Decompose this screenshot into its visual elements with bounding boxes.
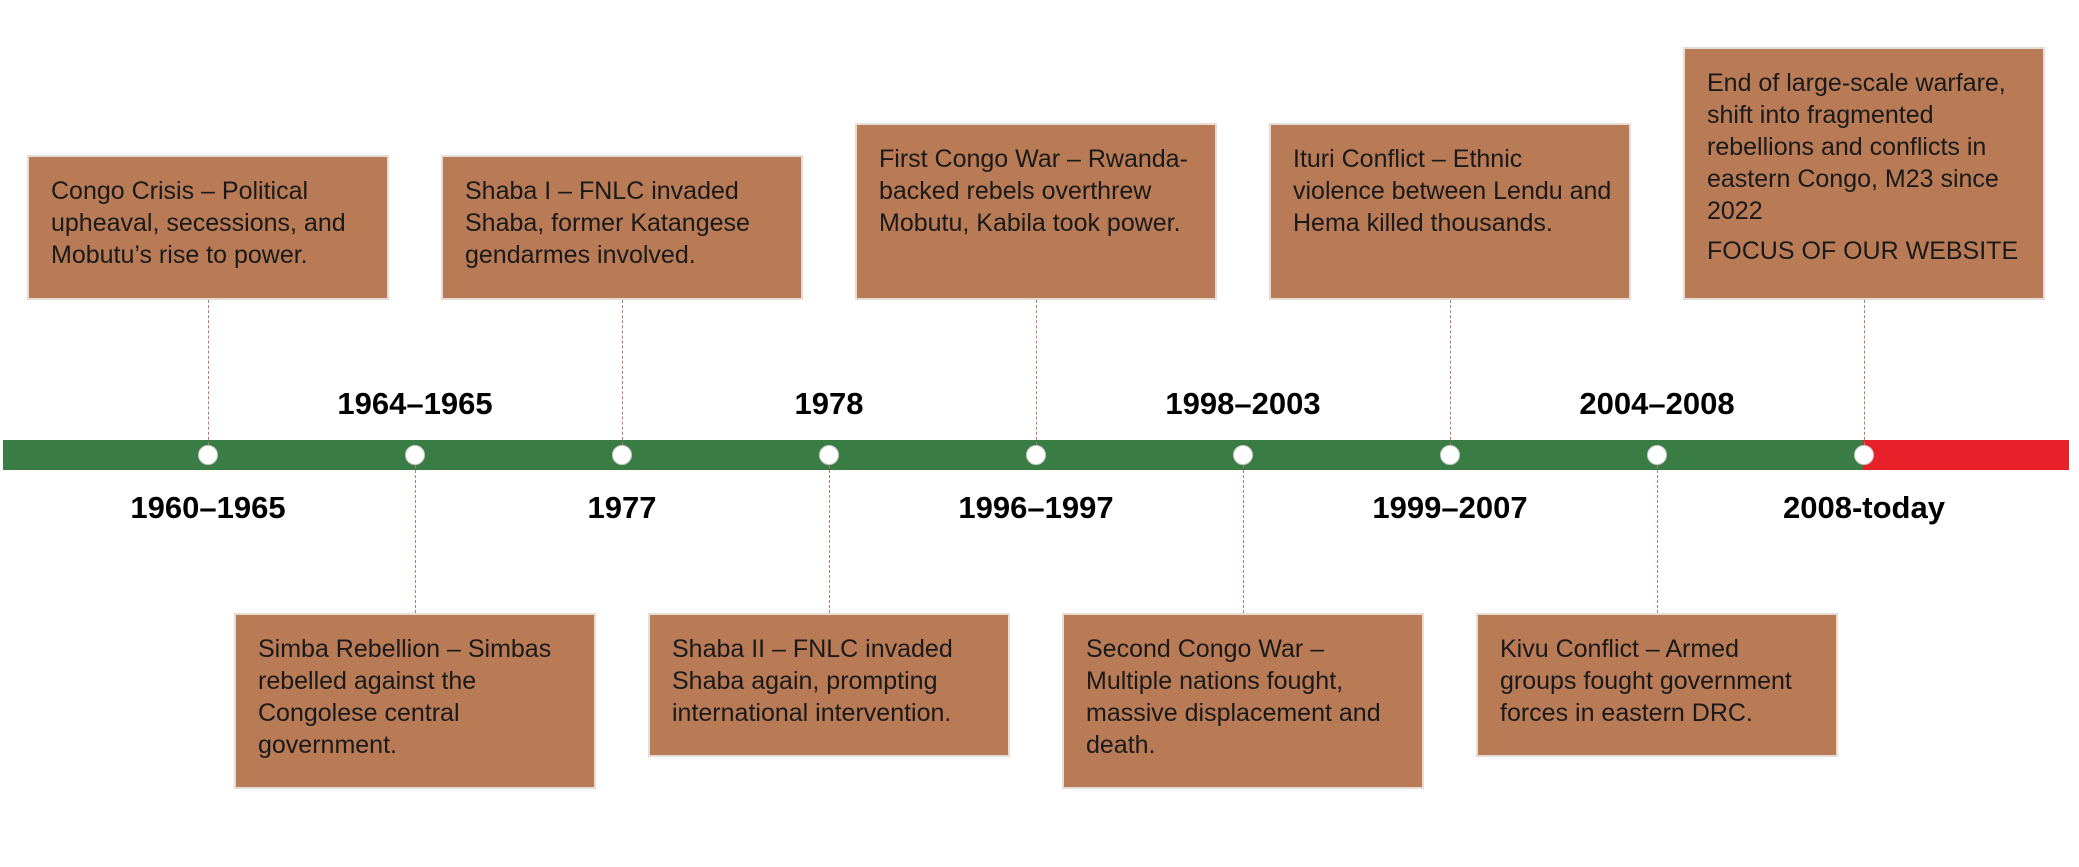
timeline-marker bbox=[612, 445, 632, 465]
timeline-line bbox=[3, 440, 1863, 470]
period-label: 1996–1997 bbox=[958, 490, 1114, 525]
event-box-simba-rebellion: Simba Rebellion – Simbas rebelled agains… bbox=[234, 613, 596, 789]
connector-1977 bbox=[622, 300, 623, 455]
timeline-marker bbox=[198, 445, 218, 465]
connector-1999-2007 bbox=[1450, 300, 1451, 455]
period-label: 1964–1965 bbox=[337, 386, 493, 421]
event-box-shaba-ii: Shaba II – FNLC invaded Shaba again, pro… bbox=[648, 613, 1010, 757]
connector-1960-1965 bbox=[208, 300, 209, 455]
period-label: 1977 bbox=[587, 490, 657, 525]
timeline-marker bbox=[1440, 445, 1460, 465]
connector-2008-today bbox=[1864, 300, 1865, 455]
website-focus-note: FOCUS OF OUR WEBSITE bbox=[1707, 237, 2019, 265]
connector-1978 bbox=[829, 455, 830, 613]
period-label: 1978 bbox=[794, 386, 864, 421]
timeline-marker bbox=[405, 445, 425, 465]
timeline-present-segment bbox=[1863, 440, 2069, 470]
timeline-marker bbox=[1026, 445, 1046, 465]
event-box-second-congo-war: Second Congo War – Multiple nations foug… bbox=[1062, 613, 1424, 789]
timeline-marker bbox=[1233, 445, 1253, 465]
event-box-2008-today: End of large-scale warfare, shift into f… bbox=[1683, 47, 2045, 300]
event-description: Congo Crisis – Political upheaval, seces… bbox=[51, 177, 346, 269]
timeline-marker bbox=[1647, 445, 1667, 465]
event-description: Shaba II – FNLC invaded Shaba again, pro… bbox=[672, 635, 953, 727]
period-label: 1999–2007 bbox=[1372, 490, 1528, 525]
period-label: 1960–1965 bbox=[130, 490, 286, 525]
connector-1998-2003 bbox=[1243, 455, 1244, 613]
period-label: 2008-today bbox=[1783, 490, 1945, 525]
event-box-kivu-conflict: Kivu Conflict – Armed groups fought gove… bbox=[1476, 613, 1838, 757]
connector-1964-1965 bbox=[415, 455, 416, 613]
event-description: First Congo War – Rwanda-backed rebels o… bbox=[879, 145, 1188, 237]
period-label: 1998–2003 bbox=[1165, 386, 1321, 421]
timeline-marker bbox=[819, 445, 839, 465]
event-box-shaba-i: Shaba I – FNLC invaded Shaba, former Kat… bbox=[441, 155, 803, 300]
event-description: Ituri Conflict – Ethnic violence between… bbox=[1293, 145, 1612, 237]
event-description: End of large-scale warfare, shift into f… bbox=[1707, 69, 2006, 225]
event-description: Second Congo War – Multiple nations foug… bbox=[1086, 635, 1381, 759]
event-description: Kivu Conflict – Armed groups fought gove… bbox=[1500, 635, 1792, 727]
event-box-ituri-conflict: Ituri Conflict – Ethnic violence between… bbox=[1269, 123, 1631, 300]
event-box-congo-crisis: Congo Crisis – Political upheaval, seces… bbox=[27, 155, 389, 300]
connector-2004-2008 bbox=[1657, 455, 1658, 613]
event-description: Simba Rebellion – Simbas rebelled agains… bbox=[258, 635, 552, 759]
period-label: 2004–2008 bbox=[1579, 386, 1735, 421]
connector-1996-1997 bbox=[1036, 300, 1037, 455]
timeline-marker bbox=[1854, 445, 1874, 465]
event-box-first-congo-war: First Congo War – Rwanda-backed rebels o… bbox=[855, 123, 1217, 300]
event-description: Shaba I – FNLC invaded Shaba, former Kat… bbox=[465, 177, 750, 269]
